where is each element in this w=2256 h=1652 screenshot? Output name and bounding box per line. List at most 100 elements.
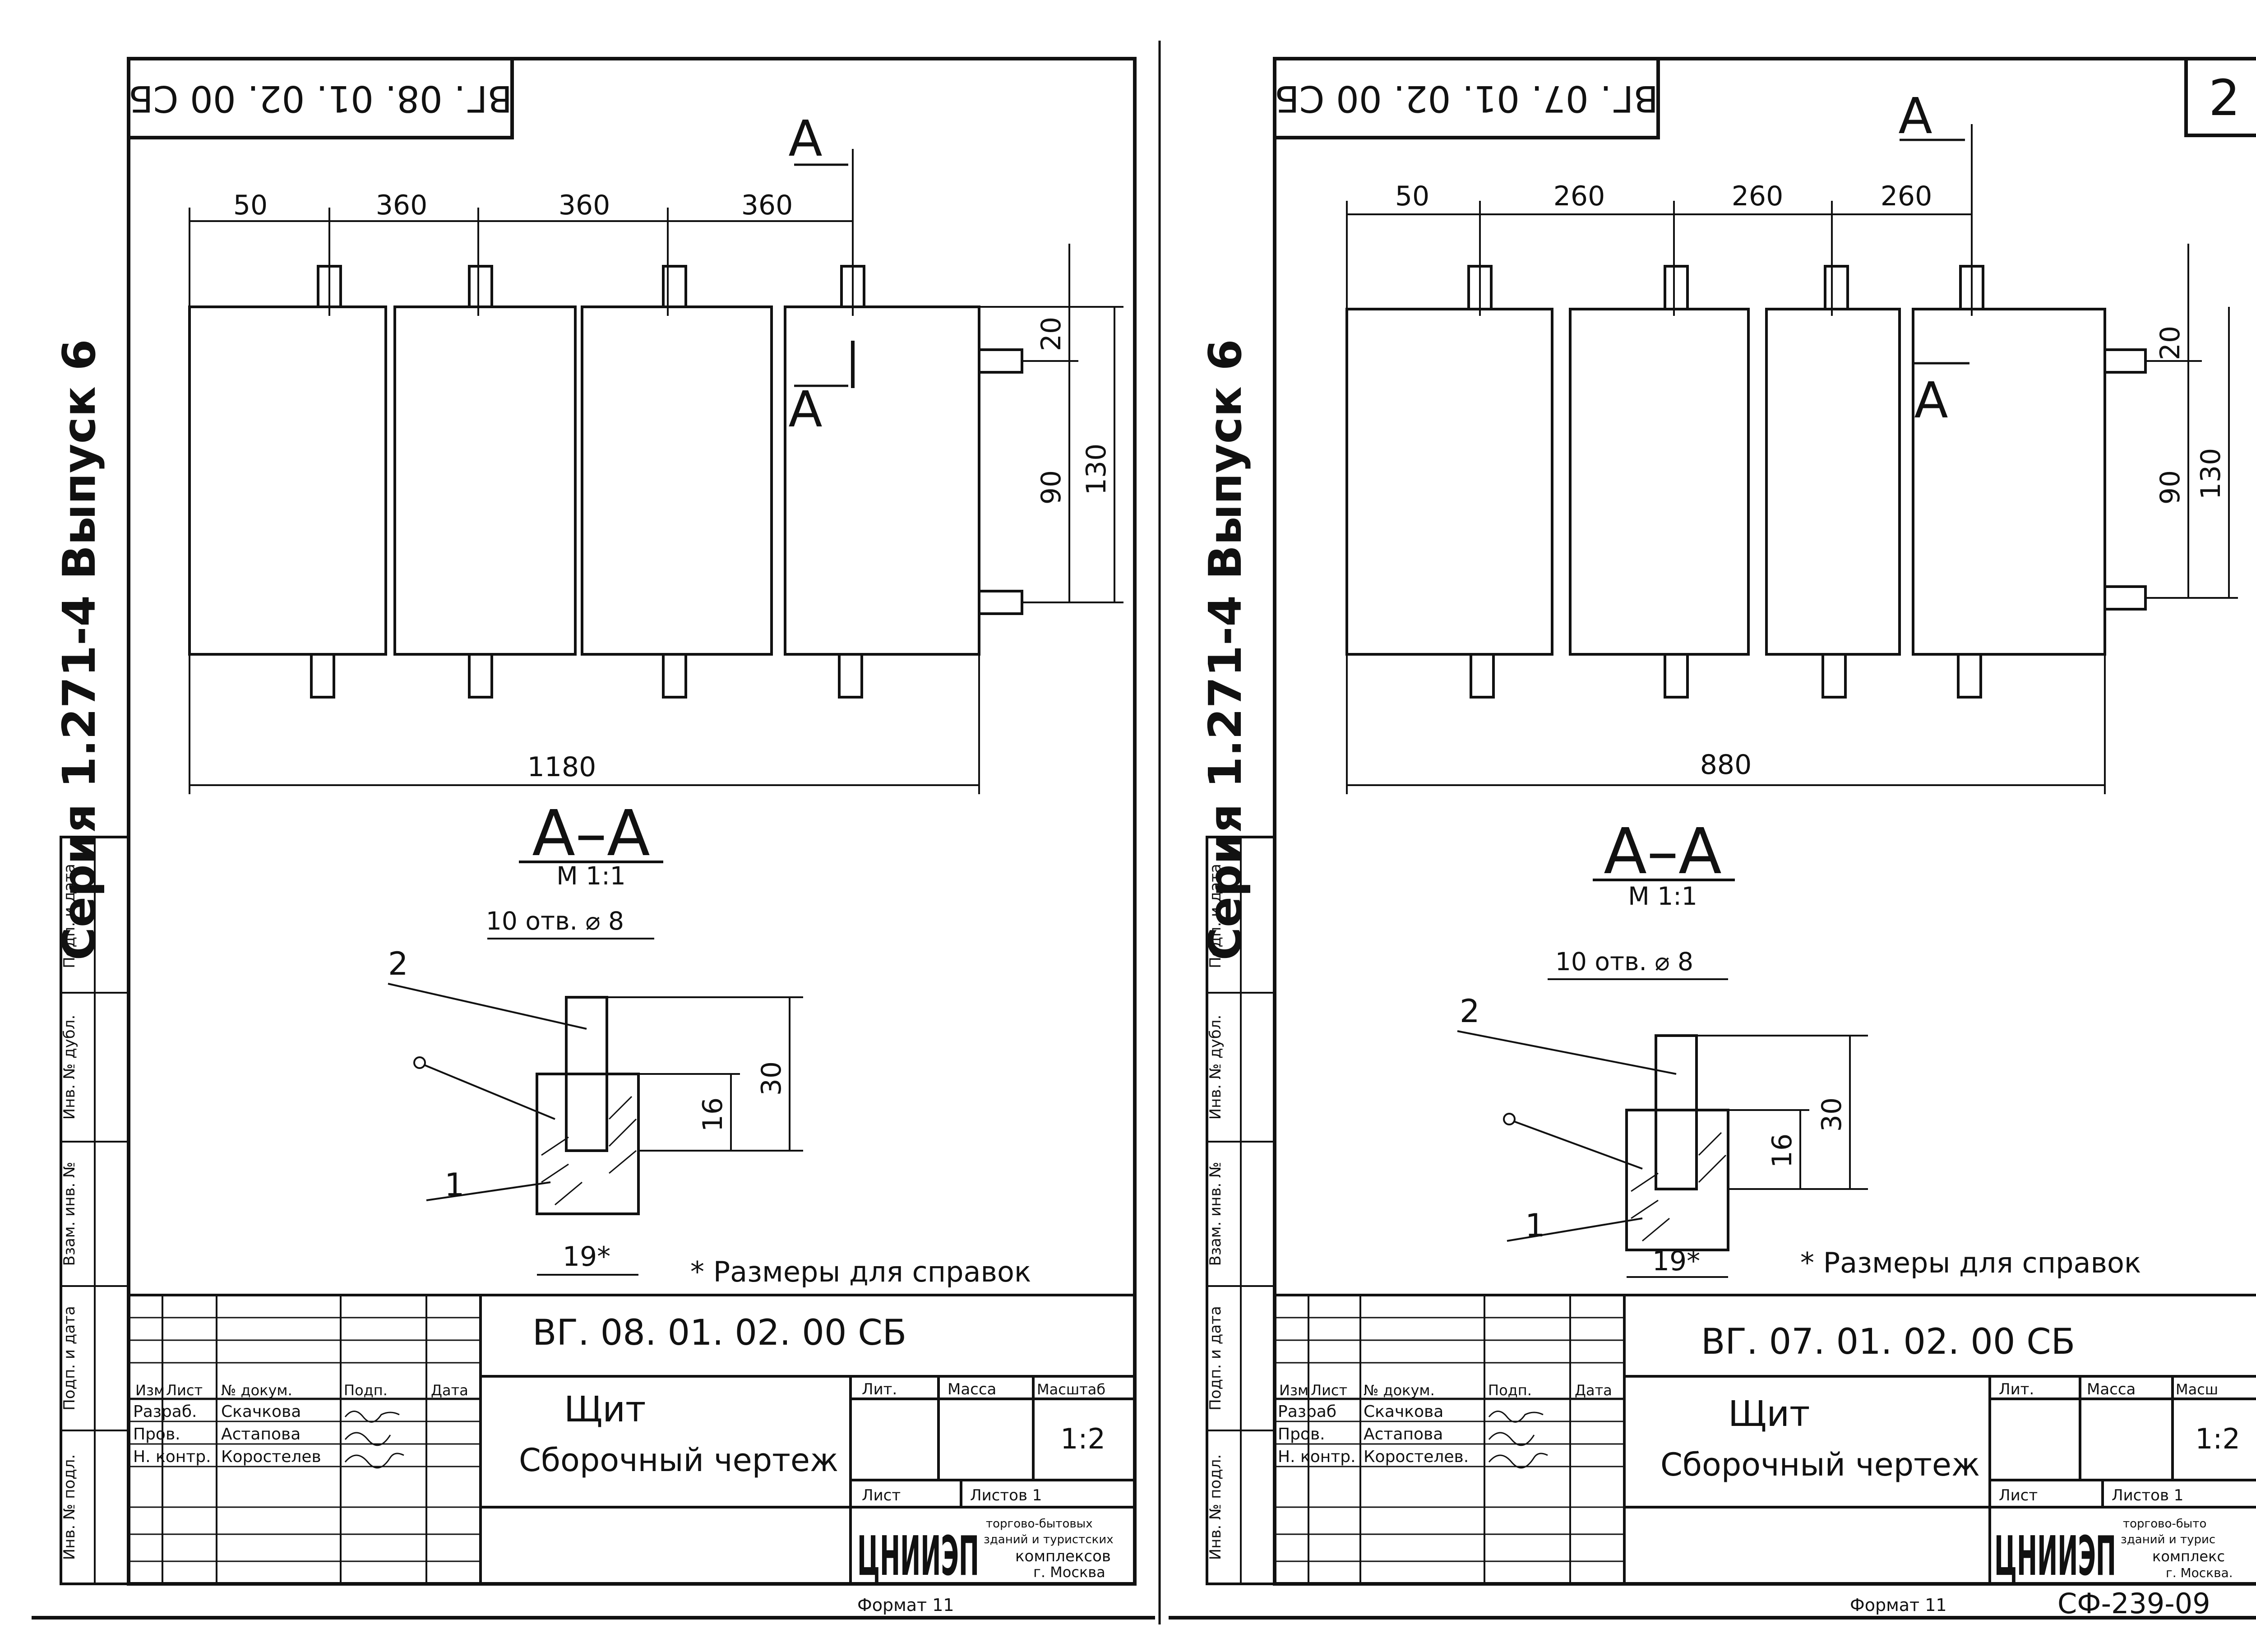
left-tb-scale: 1:2 xyxy=(1060,1422,1105,1455)
left-section-mark-top: А xyxy=(788,110,822,167)
left-holes-note: 10 отв. ⌀ 8 xyxy=(486,907,624,935)
left-dim-50: 50 xyxy=(233,190,268,221)
left-signature-2 xyxy=(344,1432,391,1446)
right-dim-50: 50 xyxy=(1395,180,1429,212)
left-top-dims xyxy=(189,149,854,316)
left-section-detail xyxy=(536,996,640,1215)
right-sf-code: СФ-239-09 xyxy=(2057,1587,2210,1620)
left-stamp-code: ВГ. 08. 01. 02. 00 СБ xyxy=(129,78,512,120)
left-hdr-izm: Изм xyxy=(135,1382,165,1399)
right-stamp-code: ВГ. 07. 01. 02. 00 СБ xyxy=(1275,78,1658,120)
right-hdr-list: Лист xyxy=(1311,1382,1347,1399)
left-dim-30: 30 xyxy=(756,1061,787,1096)
right-panel-2 xyxy=(1569,308,1750,656)
right-tb-lit: Лит. xyxy=(1999,1380,2034,1398)
right-row-3-name: Коростелев. xyxy=(1364,1448,1469,1466)
right-signature-1 xyxy=(1488,1411,1544,1423)
left-signature-1 xyxy=(344,1411,400,1423)
left-hdr-date: Дата xyxy=(431,1382,468,1399)
right-dim-16: 16 xyxy=(1766,1134,1798,1168)
right-tb-sheet: Лист xyxy=(1999,1486,2038,1504)
left-row-2-role: Пров. xyxy=(133,1425,180,1444)
left-dim-130: 130 xyxy=(1081,444,1112,495)
left-tb-scale-hdr: Масштаб xyxy=(1037,1381,1105,1398)
left-title-block xyxy=(129,1294,1135,1584)
right-row-2-role: Пров. xyxy=(1278,1425,1325,1444)
right-panels xyxy=(1345,265,2147,699)
right-org-logo: ЦНИИЭП xyxy=(1994,1525,2116,1588)
right-section-title: А–А xyxy=(1604,815,1722,888)
left-leader-2: 2 xyxy=(388,945,408,982)
left-section-mark-side: А xyxy=(788,380,822,438)
right-dim-260-c: 260 xyxy=(1881,180,1932,212)
right-row-1-name: Скачкова xyxy=(1364,1402,1443,1421)
right-top-stamp xyxy=(1273,57,1660,139)
right-leader-1: 1 xyxy=(1525,1207,1545,1244)
right-leader-2: 2 xyxy=(1460,993,1480,1030)
right-hdr-doc: № докум. xyxy=(1364,1382,1435,1399)
right-tb-name-2: Сборочный чертеж xyxy=(1660,1446,1980,1483)
right-holes-note: 10 отв. ⌀ 8 xyxy=(1555,947,1693,976)
left-panel-2 xyxy=(393,305,577,656)
left-dim-360-c: 360 xyxy=(741,190,793,221)
right-panel-3 xyxy=(1765,308,1901,656)
right-section-scale: М 1:1 xyxy=(1628,882,1697,911)
right-hdr-podp: Подп. xyxy=(1488,1382,1532,1399)
right-tb-mass: Масса xyxy=(2087,1380,2136,1398)
left-top-stamp xyxy=(127,57,514,139)
right-top-dims xyxy=(1346,124,1973,316)
right-dim-260-b: 260 xyxy=(1732,180,1784,212)
right-dim-30: 30 xyxy=(1816,1097,1848,1132)
right-org-1: торгово-быто xyxy=(2123,1517,2206,1531)
right-tb-name-1: Щит xyxy=(1728,1394,1810,1435)
left-format: Формат 11 xyxy=(857,1595,954,1615)
right-page-num: 2 xyxy=(2209,69,2240,127)
right-signature-3 xyxy=(1488,1453,1548,1469)
right-frame xyxy=(1273,57,2256,1586)
left-leader-1: 1 xyxy=(444,1166,465,1203)
left-section-scale: М 1:1 xyxy=(556,861,625,890)
left-hdr-list: Лист xyxy=(166,1382,203,1399)
right-row-2-name: Астапова xyxy=(1364,1425,1443,1444)
left-side-5: Подп. и дата xyxy=(60,864,79,968)
left-org-3: комплексов xyxy=(1015,1547,1111,1565)
right-page-box xyxy=(2184,57,2256,137)
left-tb-sheet: Лист xyxy=(862,1486,901,1504)
right-dim-20: 20 xyxy=(2154,326,2186,360)
right-hdr-date: Дата xyxy=(1575,1382,1612,1399)
left-tb-designation: ВГ. 08. 01. 02. 00 СБ xyxy=(532,1313,906,1353)
right-section-detail xyxy=(1625,1034,1729,1251)
left-dim-overall: 1180 xyxy=(527,751,596,783)
left-ref-note: * Размеры для справок xyxy=(690,1255,1031,1288)
left-side-3: Взам. инв. № xyxy=(60,1162,79,1266)
right-side-3: Взам. инв. № xyxy=(1207,1162,1225,1266)
left-tb-name-1: Щит xyxy=(564,1389,646,1430)
right-dim-overall: 880 xyxy=(1700,749,1752,781)
left-side-2: Подп. и дата xyxy=(60,1306,79,1411)
left-panels xyxy=(188,265,1023,699)
left-panel-4 xyxy=(784,305,980,656)
left-tb-mass: Масса xyxy=(948,1380,996,1398)
left-dim-20: 20 xyxy=(1036,317,1067,351)
right-panel-4 xyxy=(1912,308,2106,656)
right-hdr-izm: Изм xyxy=(1279,1382,1308,1399)
left-dim-90: 90 xyxy=(1036,470,1067,504)
left-side-1: Инв. № подл. xyxy=(60,1454,79,1560)
left-org-4: г. Москва xyxy=(1033,1564,1105,1581)
left-org-1: торгово-бытовых xyxy=(986,1517,1093,1531)
left-tb-sheets: Листов 1 xyxy=(970,1486,1042,1504)
right-dim-130: 130 xyxy=(2195,448,2227,500)
left-right-dims xyxy=(979,244,1123,603)
right-dim-19: 19* xyxy=(1652,1245,1700,1277)
right-org-2: зданий и турис xyxy=(2121,1533,2215,1546)
right-section-mark-side: А xyxy=(1914,371,1948,429)
left-dim-16: 16 xyxy=(697,1097,729,1132)
left-row-1-name: Скачкова xyxy=(221,1402,301,1421)
left-hdr-podp: Подп. xyxy=(344,1382,388,1399)
right-side-1: Инв. № подл. xyxy=(1207,1454,1225,1560)
right-org-3: комплекс xyxy=(2152,1548,2225,1565)
left-panel-1 xyxy=(188,305,387,656)
left-dim-360-a: 360 xyxy=(376,190,428,221)
left-org-2: зданий и туристских xyxy=(984,1533,1114,1546)
